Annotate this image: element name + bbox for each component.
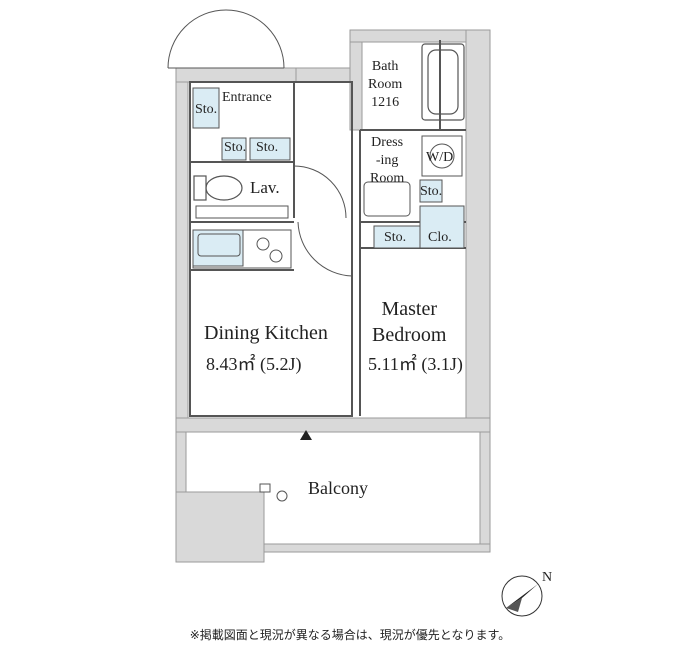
- balcony-label: Balcony: [308, 478, 368, 498]
- kitchen-counter: [192, 229, 292, 269]
- washing-machine: [421, 135, 463, 177]
- walk-in-closet-label: W/D: [426, 150, 454, 165]
- storage-areas: [192, 87, 465, 267]
- lav-door: [293, 165, 347, 219]
- bathroom-label: Bath Room 1216: [368, 59, 403, 110]
- balcony-fixtures: [259, 483, 288, 502]
- lavatory-label: Lav.: [250, 178, 280, 197]
- window-marker: [300, 430, 312, 440]
- master-bedroom-label: Master Bedroom: [372, 298, 447, 346]
- lav-sink: [195, 205, 289, 219]
- storage-label-a: Sto.: [224, 140, 247, 155]
- compass-icon: [501, 575, 543, 617]
- storage-label-entrance: Sto.: [195, 102, 218, 117]
- bedroom-door: [297, 221, 353, 277]
- footnote: ※掲載図面と現況が異なる場合は、現況が優先となります。: [189, 628, 511, 642]
- compass: N: [498, 568, 554, 624]
- dining-kitchen-area: 8.43㎡ (5.2J): [206, 354, 302, 374]
- storage-label-bedroom: Sto.: [384, 230, 407, 245]
- entrance-door: [167, 9, 285, 69]
- master-bedroom-area: 5.11㎡ (3.1J): [368, 354, 463, 374]
- bathtub: [421, 43, 465, 121]
- entrance-label: Entrance: [222, 90, 272, 105]
- compass-label: N: [542, 570, 553, 585]
- storage-label-dressing: Sto.: [420, 184, 443, 199]
- dining-kitchen-label: Dining Kitchen: [204, 322, 328, 344]
- storage-label-b: Sto.: [256, 140, 279, 155]
- toilet: [193, 175, 243, 201]
- vanity: [363, 181, 411, 217]
- dressing-room-label: Dress -ing Room: [370, 135, 405, 186]
- closet-label: Clo.: [428, 230, 452, 245]
